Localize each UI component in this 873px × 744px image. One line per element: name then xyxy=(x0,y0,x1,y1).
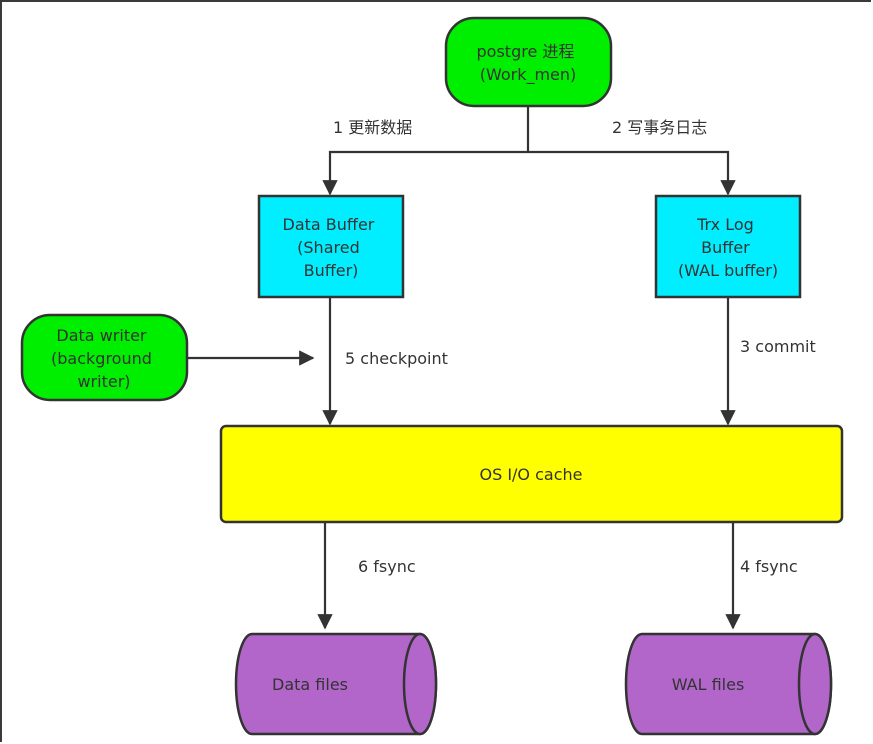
label-commit: 3 commit xyxy=(740,337,816,356)
node-data-buffer: Data Buffer (Shared Buffer) xyxy=(257,194,405,299)
label-checkpoint: 5 checkpoint xyxy=(345,349,448,368)
data-buffer-line-1: Data Buffer xyxy=(283,215,375,234)
data-buffer-line-2: (Shared xyxy=(297,238,360,257)
os-cache-label: OS I/O cache xyxy=(479,465,582,484)
trx-log-buffer-line-3: (WAL buffer) xyxy=(678,261,778,280)
data-writer-line-3: writer) xyxy=(77,372,130,391)
svg-text:Data writer (background: Data writer (background writer) xyxy=(51,326,157,391)
postgre-process-line-1: postgre 进程 xyxy=(477,42,575,61)
svg-text:Data Buffer (Shared: Data Buffer (Shared Buffer) xyxy=(283,215,380,280)
wal-files-label: WAL files xyxy=(672,675,745,694)
trx-log-buffer-line-1: Trx Log xyxy=(696,215,754,234)
data-buffer-line-3: Buffer) xyxy=(304,261,359,280)
trx-log-buffer-line-2: Buffer xyxy=(701,238,750,257)
node-postgre-process: postgre 进程 (Work_men) xyxy=(444,16,613,108)
label-fsync-data: 6 fsync xyxy=(358,557,416,576)
edge-write-log xyxy=(528,150,736,196)
node-os-cache: OS I/O cache xyxy=(219,424,844,524)
node-wal-files: WAL files xyxy=(624,632,833,736)
label-update-data: 1 更新数据 xyxy=(333,118,412,137)
edge-update-data xyxy=(322,150,528,196)
svg-text:postgre 进程 (Work_men): postgre 进程 (Work_men) xyxy=(477,42,580,85)
label-write-log: 2 写事务日志 xyxy=(612,118,707,137)
label-fsync-wal: 4 fsync xyxy=(740,557,798,576)
data-writer-line-2: (background xyxy=(51,349,152,368)
node-data-files: Data files xyxy=(234,632,438,736)
data-files-label: Data files xyxy=(272,675,348,694)
data-writer-line-1: Data writer xyxy=(56,326,147,345)
svg-text:Trx Log Buffer (WA: Trx Log Buffer (WAL buffer) xyxy=(678,215,778,280)
node-trx-log-buffer: Trx Log Buffer (WAL buffer) xyxy=(654,194,802,299)
postgre-process-line-2: (Work_men) xyxy=(480,65,577,85)
node-data-writer: Data writer (background writer) xyxy=(20,313,189,402)
